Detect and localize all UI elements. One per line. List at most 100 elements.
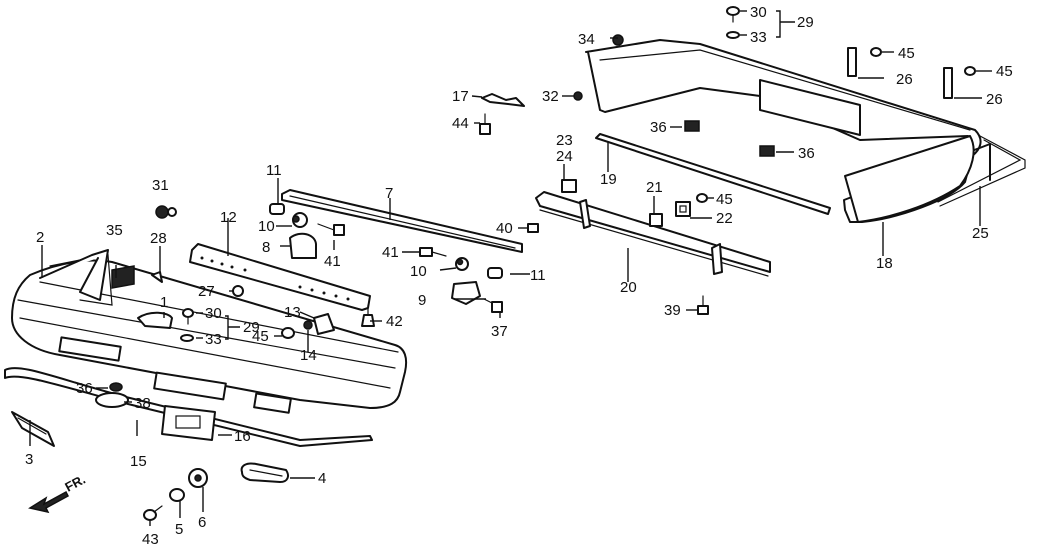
callout-22: 22	[716, 210, 733, 227]
callout-9: 9	[418, 292, 426, 309]
side-bracket-26-left	[847, 47, 857, 77]
callout-36-rear-a: 36	[650, 119, 667, 136]
clip-36-rear-a	[684, 120, 700, 132]
washer-33-front	[180, 334, 194, 342]
stay-10-left	[292, 212, 308, 228]
bolt-40	[527, 223, 539, 233]
callout-41-right: 41	[382, 244, 399, 261]
clip-36-front	[109, 382, 123, 392]
nut-14	[303, 320, 313, 330]
bolt-44	[479, 113, 491, 135]
callout-38: 38	[134, 395, 151, 412]
bolt-39	[697, 295, 709, 315]
callout-31: 31	[152, 177, 169, 194]
callout-45-rear-left: 45	[898, 45, 915, 62]
callout-17: 17	[452, 88, 469, 105]
washer-5	[169, 488, 185, 502]
rear-beam-20	[535, 191, 771, 277]
clip-28	[151, 271, 163, 283]
callout-34: 34	[578, 31, 595, 48]
callout-23: 23	[556, 132, 573, 149]
front-absorber-7	[281, 189, 523, 253]
callout-30-rear: 30	[750, 4, 767, 21]
callout-16: 16	[234, 428, 251, 445]
callout-32: 32	[542, 88, 559, 105]
callout-11-left: 11	[266, 162, 282, 179]
front-direction-arrow-icon: FR.	[28, 472, 88, 514]
side-bracket-26-right	[943, 67, 953, 99]
callout-42: 42	[386, 313, 403, 330]
side-marker-right-4	[240, 462, 289, 483]
bolt-45-rear-right	[964, 66, 976, 76]
spacer-11-right	[487, 267, 503, 279]
callout-39: 39	[664, 302, 681, 319]
callout-4: 4	[318, 470, 326, 487]
leader-lines	[29, 10, 992, 526]
clip-34	[612, 34, 624, 46]
clip-36-rear-b	[759, 145, 775, 157]
callout-20: 20	[620, 279, 637, 296]
callout-19: 19	[600, 171, 617, 188]
rear-reinforcement-19	[595, 133, 831, 215]
bolt-41-right	[419, 247, 447, 257]
callout-10-left: 10	[258, 218, 275, 235]
bolt-43	[143, 505, 163, 521]
callout-29-rear: 29	[797, 14, 814, 31]
clip-21	[649, 213, 663, 227]
clip-23-24	[561, 179, 577, 193]
grommet-6	[188, 468, 208, 488]
callout-41-left: 41	[324, 253, 341, 270]
callout-3: 3	[25, 451, 33, 468]
callout-28: 28	[150, 230, 167, 247]
callout-18: 18	[876, 255, 893, 272]
bolt-30-rear	[726, 6, 740, 23]
absorber-8	[289, 232, 317, 259]
bolt-37	[483, 298, 503, 313]
clip-42	[361, 304, 375, 327]
license-plate-bracket-16	[161, 405, 216, 441]
grommet-35	[111, 265, 135, 289]
fog-lamp-cover-38	[95, 392, 129, 408]
frame-2	[39, 249, 109, 301]
stay-10-right	[455, 257, 469, 271]
lower-molding-15	[4, 367, 373, 447]
callout-6: 6	[198, 514, 206, 531]
callout-24: 24	[556, 148, 573, 165]
bracket-9	[451, 281, 481, 305]
callout-29-front: 29	[243, 319, 260, 336]
callout-36-rear-b: 36	[798, 145, 815, 162]
bolt-41-left	[317, 223, 345, 236]
bolt-45-front	[281, 327, 295, 339]
callout-26-right: 26	[986, 91, 1003, 108]
callout-33-front: 33	[205, 331, 222, 348]
fastener-27	[232, 285, 244, 297]
clip-17	[481, 93, 525, 107]
callout-21: 21	[646, 179, 663, 196]
rear-bumper-face-18	[585, 39, 991, 223]
callout-27: 27	[198, 283, 215, 300]
callout-11-right: 11	[530, 267, 546, 284]
callout-43: 43	[142, 531, 159, 548]
callout-40: 40	[496, 220, 513, 237]
callout-1: 1	[160, 294, 168, 311]
callout-45-front: 45	[252, 328, 269, 345]
rear-molding-25	[937, 135, 1026, 207]
callout-10-right: 10	[410, 263, 427, 280]
callout-25: 25	[972, 225, 989, 242]
callout-12: 12	[220, 209, 237, 226]
callout-7: 7	[385, 185, 393, 202]
callout-14: 14	[300, 347, 317, 364]
clip-31	[155, 205, 177, 219]
callout-26-left: 26	[896, 71, 913, 88]
seal-22	[675, 201, 691, 217]
callout-45-rear-right: 45	[996, 63, 1013, 80]
callout-15: 15	[130, 453, 147, 470]
callout-44: 44	[452, 115, 469, 132]
callout-labels: 1 2 3 4 5 6 7 8 9 10 10 11 11 12 13 14 1…	[25, 4, 1013, 548]
spacer-11-left	[269, 203, 285, 215]
callout-45-rear-mid: 45	[716, 191, 733, 208]
callout-2: 2	[36, 229, 44, 246]
bracket-13	[313, 313, 335, 335]
callout-13: 13	[284, 304, 301, 321]
